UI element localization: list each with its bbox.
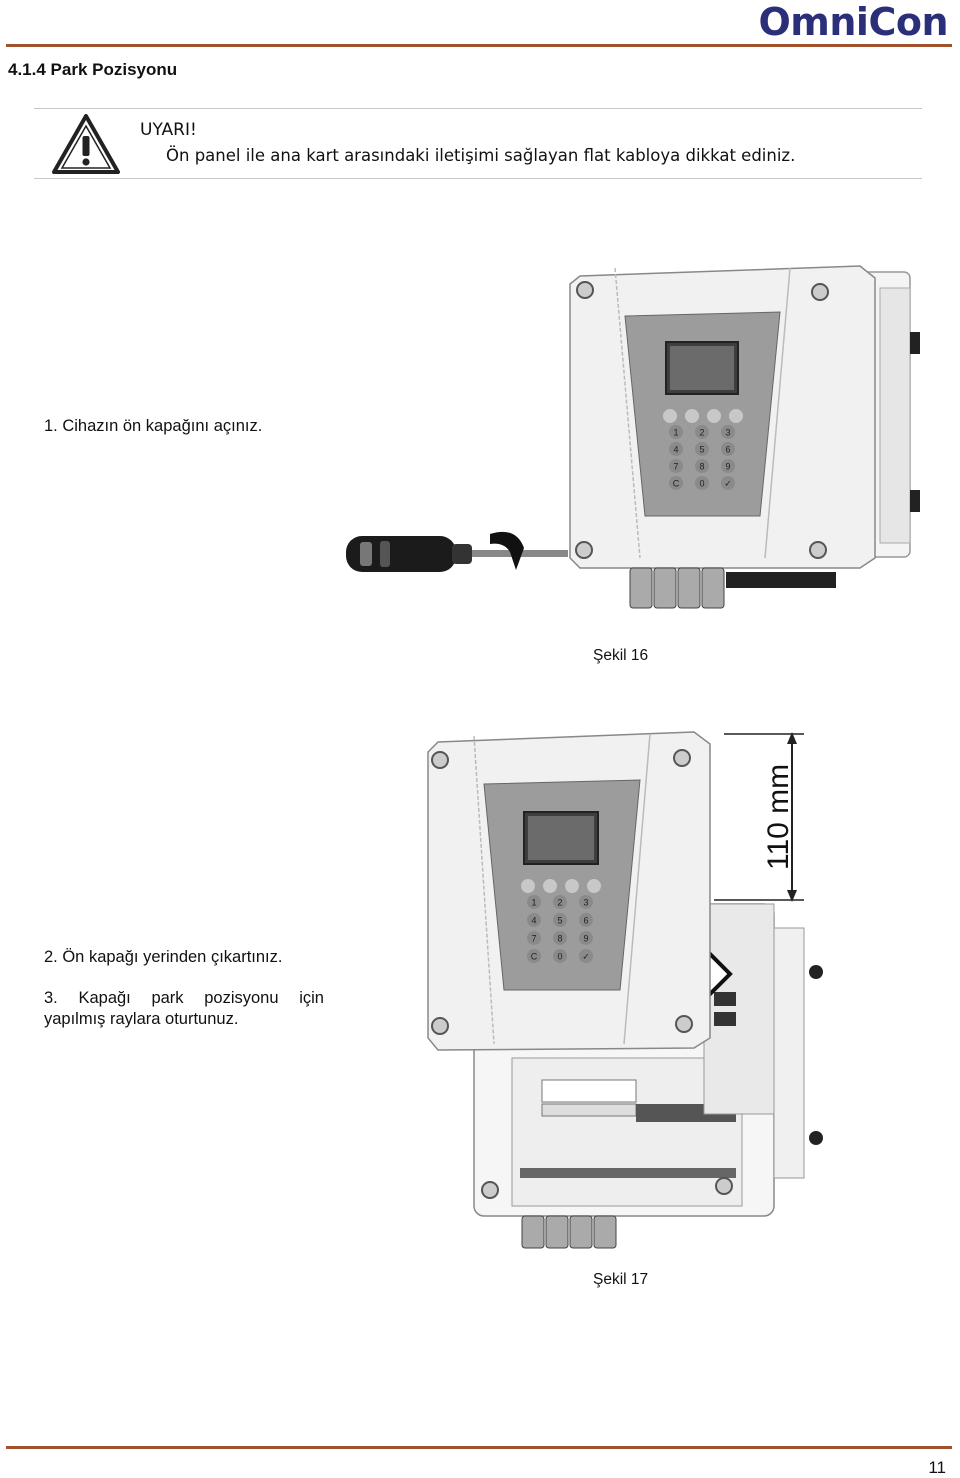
keypad-key <box>579 949 593 963</box>
keypad-key <box>527 931 541 945</box>
keypad-key-label: ✓ <box>582 952 590 962</box>
keypad-key-label: 5 <box>557 916 562 926</box>
keypad-key-label: 2 <box>557 898 562 908</box>
keypad-key-label: 2 <box>699 428 704 438</box>
keypad-key <box>553 913 567 927</box>
keypad-key <box>695 476 709 490</box>
figure-16-caption: Şekil 16 <box>593 647 649 664</box>
section-heading: 4.1.4 Park Pozisyonu <box>8 60 178 79</box>
omnicon-logo: OmniCon <box>758 0 948 44</box>
header-rule <box>6 44 952 47</box>
keypad-key-label: 1 <box>531 898 536 908</box>
figure-17-illustration: 110 mm 1 2 3 4 5 6 7 8 9C 0 ✓ <box>427 731 823 1249</box>
keypad-key-label: 8 <box>699 462 704 472</box>
keypad-key <box>695 459 709 473</box>
keypad-key-label: 9 <box>725 462 730 472</box>
keypad-key <box>669 442 683 456</box>
keypad-key-label: 7 <box>531 934 536 944</box>
keypad-key-label: C <box>531 952 538 962</box>
keypad-key <box>553 931 567 945</box>
page-number: 11 <box>928 1458 946 1477</box>
figure-16-illustration: 1 2 3 4 5 6 7 8 9C 0 ✓ <box>346 265 920 609</box>
keypad-key <box>721 459 735 473</box>
step-3-line-1: 3. Kapağı park pozisyonu için <box>44 989 324 1007</box>
keypad-key-label: 4 <box>673 445 678 455</box>
keypad-key <box>553 949 567 963</box>
step-3-line-2: yapılmış raylara oturtunuz. <box>44 1010 239 1028</box>
keypad-key <box>721 442 735 456</box>
keypad-key <box>579 931 593 945</box>
keypad-key <box>553 895 567 909</box>
warning-title: UYARI! <box>140 120 197 140</box>
footer-rule <box>6 1446 952 1449</box>
screwdriver-illustration <box>346 531 568 572</box>
step-2-text: 2. Ön kapağı yerinden çıkartınız. <box>44 948 283 966</box>
step-3-text: 3. Kapağı park pozisyonu için yapılmış r… <box>44 988 324 1030</box>
keypad-key <box>695 425 709 439</box>
keypad-key-label: 0 <box>699 479 704 489</box>
keypad-key <box>579 913 593 927</box>
keypad-key-label: 4 <box>531 916 536 926</box>
keypad-key-label: 1 <box>673 428 678 438</box>
keypad-key-label: 5 <box>699 445 704 455</box>
keypad-key-label: 9 <box>583 934 588 944</box>
keypad-key <box>721 425 735 439</box>
keypad-key-label: 3 <box>725 428 730 438</box>
keypad-key-label: ✓ <box>724 479 732 489</box>
warning-box <box>34 108 922 179</box>
keypad-key-label: 6 <box>583 916 588 926</box>
keypad-key <box>527 949 541 963</box>
keypad-key-label: 3 <box>583 898 588 908</box>
keypad-key <box>669 476 683 490</box>
keypad-key <box>721 476 735 490</box>
keypad-key-label: 7 <box>673 462 678 472</box>
dimension-label: 110 mm <box>762 764 795 870</box>
keypad-key-label: C <box>673 479 680 489</box>
step-1-text: 1. Cihazın ön kapağını açınız. <box>44 417 263 435</box>
warning-text: Ön panel ile ana kart arasındaki iletişi… <box>166 146 796 165</box>
keypad-key <box>669 459 683 473</box>
keypad-key-label: 0 <box>557 952 562 962</box>
keypad-key <box>695 442 709 456</box>
warning-triangle-icon <box>52 114 120 174</box>
keypad-key <box>669 425 683 439</box>
figure-17-caption: Şekil 17 <box>593 1271 649 1288</box>
keypad-key <box>527 913 541 927</box>
keypad-key <box>527 895 541 909</box>
keypad-key <box>579 895 593 909</box>
keypad-key-label: 6 <box>725 445 730 455</box>
keypad-key-label: 8 <box>557 934 562 944</box>
